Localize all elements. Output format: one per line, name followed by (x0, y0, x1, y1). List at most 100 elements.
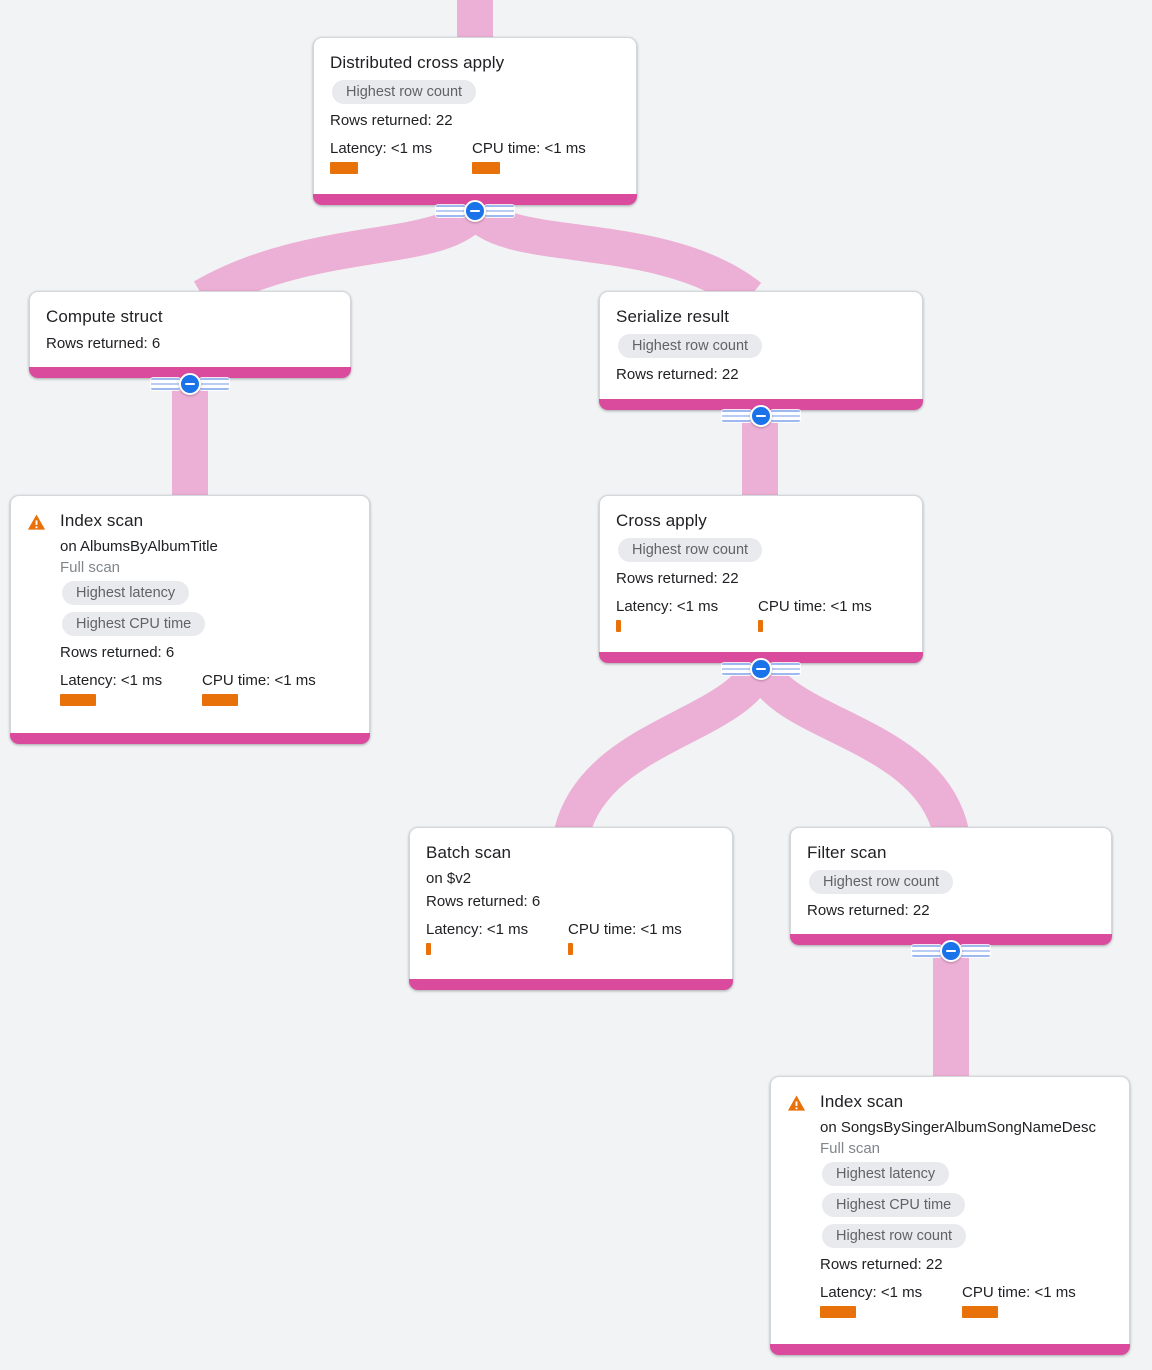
node-title: Cross apply (616, 511, 707, 530)
metric-bar (60, 694, 96, 706)
metric-label: Latency: <1 ms (426, 921, 529, 938)
metric: Latency: <1 ms (330, 140, 472, 174)
collapse-rail-left (151, 378, 180, 390)
metric-label: Latency: <1 ms (60, 672, 163, 689)
metric-bar (330, 162, 358, 174)
metric-bar (758, 620, 763, 632)
node-content: Compute struct Rows returned: 6 (30, 292, 350, 353)
metric-label: Latency: <1 ms (820, 1284, 923, 1301)
collapse-control-compute-struct (151, 373, 229, 395)
collapse-control-filter-scan (912, 940, 990, 962)
warning-icon (786, 1093, 807, 1114)
metric-bar (568, 943, 573, 955)
flow-edge (459, 197, 762, 312)
metric-bar (202, 694, 238, 706)
node-rows-returned: Rows returned: 6 (60, 644, 175, 661)
badge: Highest row count (618, 334, 763, 358)
node-title: Index scan (60, 511, 144, 530)
badge: Highest CPU time (62, 612, 206, 636)
node-badges: Highest row count (616, 330, 763, 361)
node-content: Index scan on AlbumsByAlbumTitle Full sc… (11, 496, 369, 706)
collapse-minus-button[interactable] (750, 405, 772, 427)
node-content: Filter scan Highest row count Rows retur… (791, 828, 1111, 920)
node-title: Filter scan (807, 843, 887, 862)
metric-label: Latency: <1 ms (330, 140, 433, 157)
collapse-rail-left (436, 205, 465, 217)
badge: Highest row count (618, 538, 763, 562)
node-rows-returned: Rows returned: 6 (46, 335, 161, 352)
metric: CPU time: <1 ms (472, 140, 614, 174)
metric-bar (616, 620, 621, 632)
metric-bar (472, 162, 500, 174)
flow-edge (742, 656, 969, 838)
collapse-control-cross-apply (722, 658, 800, 680)
badge: Highest row count (809, 870, 954, 894)
node-title: Distributed cross apply (330, 53, 505, 72)
node-title: Compute struct (46, 307, 163, 326)
node-rows-returned: Rows returned: 6 (426, 893, 541, 910)
node-title: Index scan (820, 1092, 904, 1111)
metric: CPU time: <1 ms (758, 598, 900, 632)
collapse-rail-left (722, 663, 751, 675)
collapse-rail-right (771, 663, 800, 675)
metric: CPU time: <1 ms (962, 1284, 1104, 1318)
plan-node-cross-apply[interactable]: Cross apply Highest row count Rows retur… (599, 495, 923, 663)
plan-node-serialize-result[interactable]: Serialize result Highest row count Rows … (599, 291, 923, 410)
node-scan-type: Full scan (820, 1140, 881, 1157)
node-content: Index scan on SongsBySingerAlbumSongName… (771, 1077, 1129, 1318)
node-content: Cross apply Highest row count Rows retur… (600, 496, 922, 632)
badge: Highest latency (822, 1162, 950, 1186)
metric: Latency: <1 ms (426, 921, 568, 955)
plan-node-index-scan-albums[interactable]: Index scan on AlbumsByAlbumTitle Full sc… (10, 495, 370, 744)
plan-node-index-scan-songs[interactable]: Index scan on SongsBySingerAlbumSongName… (770, 1076, 1130, 1355)
node-content: Distributed cross apply Highest row coun… (314, 38, 636, 174)
node-rows-returned: Rows returned: 22 (820, 1256, 943, 1273)
node-content: Batch scan on $v2 Rows returned: 6 Laten… (410, 828, 732, 955)
node-accent-bar (409, 979, 733, 990)
flow-edge (554, 656, 778, 838)
collapse-rail-left (722, 410, 751, 422)
metric: CPU time: <1 ms (568, 921, 710, 955)
node-accent-bar (10, 733, 370, 744)
node-badges: Highest row count (330, 76, 477, 107)
node-accent-bar (770, 1344, 1130, 1355)
collapse-minus-button[interactable] (750, 658, 772, 680)
collapse-minus-button[interactable] (464, 200, 486, 222)
collapse-rail-left (912, 945, 941, 957)
metric-label: CPU time: <1 ms (568, 921, 682, 938)
plan-node-batch-scan[interactable]: Batch scan on $v2 Rows returned: 6 Laten… (409, 827, 733, 990)
plan-node-distributed-cross-apply[interactable]: Distributed cross apply Highest row coun… (313, 37, 637, 205)
node-badges: Highest row count (616, 534, 763, 565)
collapse-minus-button[interactable] (940, 940, 962, 962)
metric: Latency: <1 ms (820, 1284, 962, 1318)
badge: Highest CPU time (822, 1193, 966, 1217)
metric-label: CPU time: <1 ms (962, 1284, 1076, 1301)
metric-label: CPU time: <1 ms (202, 672, 316, 689)
warning-icon (26, 512, 47, 533)
collapse-rail-right (771, 410, 800, 422)
node-rows-returned: Rows returned: 22 (330, 112, 453, 129)
collapse-control-distributed-cross-apply (436, 200, 514, 222)
metric: Latency: <1 ms (60, 672, 202, 706)
node-subtitle: on $v2 (426, 870, 472, 887)
plan-node-compute-struct[interactable]: Compute struct Rows returned: 6 (29, 291, 351, 378)
node-rows-returned: Rows returned: 22 (616, 570, 739, 587)
collapse-rail-right (485, 205, 514, 217)
metric: CPU time: <1 ms (202, 672, 344, 706)
plan-node-filter-scan[interactable]: Filter scan Highest row count Rows retur… (790, 827, 1112, 945)
node-subtitle: on AlbumsByAlbumTitle (60, 538, 218, 555)
badge: Highest row count (822, 1224, 967, 1248)
metric-bar (820, 1306, 856, 1318)
node-title: Batch scan (426, 843, 512, 862)
node-scan-type: Full scan (60, 559, 121, 576)
metric-label: CPU time: <1 ms (758, 598, 872, 615)
metric-label: CPU time: <1 ms (472, 140, 586, 157)
badge: Highest row count (332, 80, 477, 104)
metric: Latency: <1 ms (616, 598, 758, 632)
metric-bar (426, 943, 431, 955)
collapse-minus-button[interactable] (179, 373, 201, 395)
